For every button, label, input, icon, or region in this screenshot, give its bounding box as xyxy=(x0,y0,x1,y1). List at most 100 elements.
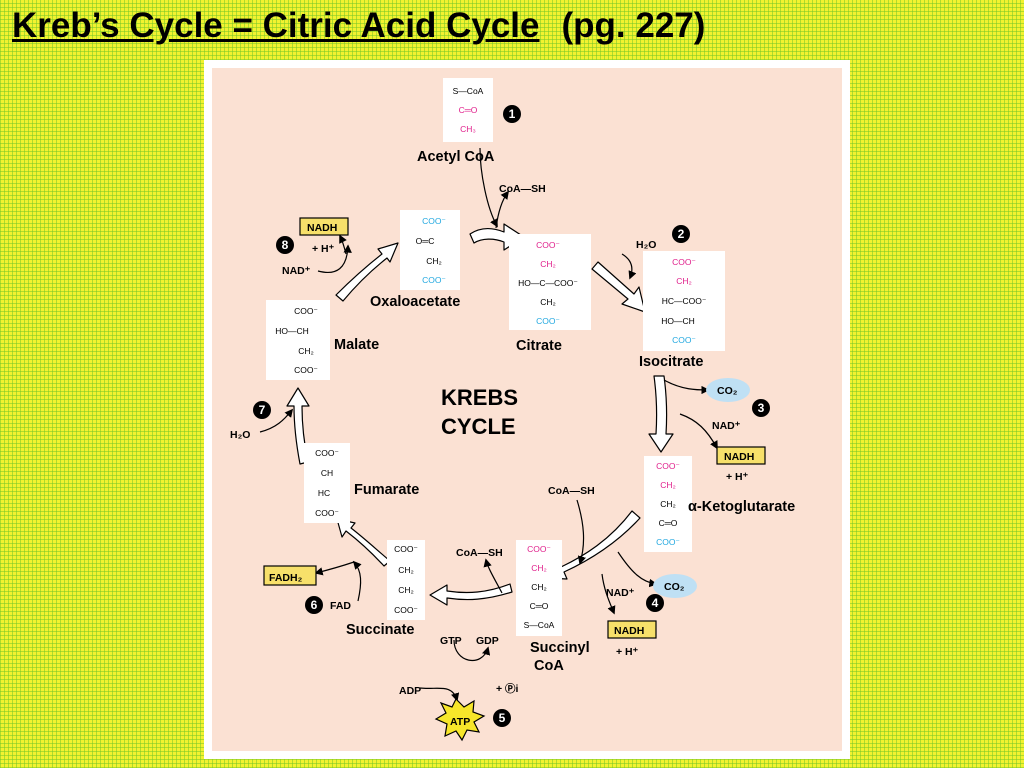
citrate-line-5: COO⁻ xyxy=(536,316,560,326)
citrate-line-2: CH₂ xyxy=(540,259,556,269)
ketoglutarate-line-4: C═O xyxy=(659,518,678,528)
acetyl-coa-line-2: C═O xyxy=(459,105,478,115)
arrow-h2o-step2 xyxy=(621,253,637,280)
arrow-fadh2-out xyxy=(314,561,355,576)
cycle-arrow-succinate-to-fumarate xyxy=(336,518,391,567)
succinate-structure-box xyxy=(387,540,425,620)
step-7-circle xyxy=(253,401,271,419)
ketoglutarate-line-1: COO⁻ xyxy=(656,461,680,471)
ketoglutarate-line-2: CH₂ xyxy=(660,480,676,490)
malate-line-4: COO⁻ xyxy=(294,365,318,375)
atp-label: ATP xyxy=(450,716,470,728)
citrate-line-4: CH₂ xyxy=(540,297,556,307)
acetyl-coa-line-3: CH₃ xyxy=(460,124,476,134)
succinate-line-4: COO⁻ xyxy=(394,605,418,615)
h-plus-label-step3: + H⁺ xyxy=(726,471,749,483)
acetyl-coa-name: Acetyl CoA xyxy=(417,149,495,165)
fumarate-structure-box xyxy=(304,443,350,523)
cycle-arrow-isocitrate-to-ketoglutarate xyxy=(648,375,674,453)
page-reference: (pg. 227) xyxy=(561,6,706,45)
succinyl-coa-line-2: CH₂ xyxy=(531,563,547,573)
citrate-line-3: HO—C—COO⁻ xyxy=(518,278,578,288)
nadh-label-step4: NADH xyxy=(614,625,644,637)
nadh-label-step8: NADH xyxy=(307,222,337,234)
isocitrate-line-4: HO—CH xyxy=(661,316,695,326)
arrow-coash-out xyxy=(495,190,510,229)
co2-label-step3: CO₂ xyxy=(717,385,738,397)
acetyl-coa-structure-box xyxy=(443,78,493,142)
diagram-panel: 1 2 3 4 5 6 7 8 S—CoA C═O CH₃ COO⁻ O═C C… xyxy=(212,68,842,751)
atp-star-icon xyxy=(434,697,486,742)
acetyl-coa-line-1: S—CoA xyxy=(453,86,484,96)
step-1-circle xyxy=(503,105,521,123)
succinate-line-2: CH₂ xyxy=(398,565,414,575)
gtp-label: GTP xyxy=(440,635,462,647)
succinyl-coa-line-3: CH₂ xyxy=(531,582,547,592)
gdp-label: GDP xyxy=(476,635,499,647)
arrow-nad-step8 xyxy=(317,244,352,273)
step-8-circle xyxy=(276,236,294,254)
malate-line-3: CH₂ xyxy=(298,346,314,356)
arrow-co2-step3 xyxy=(663,379,710,395)
malate-structure-box xyxy=(266,300,330,380)
h-plus-label-step4: + H⁺ xyxy=(616,646,639,658)
coash-label-step4: CoA—SH xyxy=(548,485,595,497)
co2-label-step4: CO₂ xyxy=(664,581,685,593)
center-label-line-2: CYCLE xyxy=(441,414,516,439)
step-5-number: 5 xyxy=(499,711,506,725)
arrow-nad-step4 xyxy=(601,573,616,615)
step-3-number: 3 xyxy=(758,401,765,415)
step-1-number: 1 xyxy=(509,107,516,121)
isocitrate-line-5: COO⁻ xyxy=(672,335,696,345)
slide-title-text: Kreb’s Cycle = Citric Acid Cycle xyxy=(12,6,540,45)
fadh2-label: FADH₂ xyxy=(269,572,303,584)
oxaloacetate-line-4: COO⁻ xyxy=(422,275,446,285)
malate-name: Malate xyxy=(334,337,379,353)
oxaloacetate-structure-box xyxy=(400,210,460,290)
isocitrate-line-3: HC—COO⁻ xyxy=(662,296,707,306)
nadh-box-step3 xyxy=(716,446,766,465)
step-7-number: 7 xyxy=(259,403,266,417)
fumarate-line-3: HC xyxy=(318,488,330,498)
slide-title: Kreb’s Cycle = Citric Acid Cycle (pg. 227… xyxy=(12,6,705,46)
cycle-arrow-malate-to-oxaloacetate xyxy=(335,242,399,302)
ketoglutarate-line-5: COO⁻ xyxy=(656,537,680,547)
succinyl-coa-structure-box xyxy=(516,540,562,636)
succinyl-coa-line-5: S—CoA xyxy=(524,620,555,630)
oxaloacetate-line-2: O═C xyxy=(416,236,435,246)
center-label-line-1: KREBS xyxy=(441,385,518,410)
step-6-number: 6 xyxy=(311,598,318,612)
h-plus-label-step8: + H⁺ xyxy=(312,243,335,255)
fumarate-line-2: CH xyxy=(321,468,333,478)
step-4-circle xyxy=(646,594,664,612)
cycle-arrow-citrate-to-isocitrate xyxy=(591,261,646,313)
malate-line-1: COO⁻ xyxy=(294,306,318,316)
oxaloacetate-name: Oxaloacetate xyxy=(370,294,460,310)
adp-label: ADP xyxy=(399,685,421,697)
ketoglutarate-line-3: CH₂ xyxy=(660,499,676,509)
arrow-nadh-step8 xyxy=(339,234,347,255)
step-markers xyxy=(253,105,770,727)
fumarate-line-1: COO⁻ xyxy=(315,448,339,458)
co2-bubble-step3 xyxy=(706,378,750,402)
isocitrate-line-2: CH₂ xyxy=(676,276,692,286)
succinyl-coa-line-1: COO⁻ xyxy=(527,544,551,554)
malate-line-2: HO—CH xyxy=(275,326,309,336)
succinyl-coa-name-line-1: Succinyl xyxy=(530,640,590,656)
coash-label-step5: CoA—SH xyxy=(456,547,503,559)
step-8-number: 8 xyxy=(282,238,289,252)
succinate-name: Succinate xyxy=(346,622,415,638)
nad-label-step4: NAD⁺ xyxy=(606,587,635,599)
cycle-arrow-succinylcoa-to-succinate xyxy=(429,583,513,606)
arrow-gtp-gdp xyxy=(453,639,491,662)
pi-label: + Ⓟi xyxy=(496,682,519,695)
succinate-line-1: COO⁻ xyxy=(394,544,418,554)
krebs-cycle-diagram: 1 2 3 4 5 6 7 8 S—CoA C═O CH₃ COO⁻ O═C C… xyxy=(230,78,795,742)
isocitrate-name: Isocitrate xyxy=(639,354,703,370)
nadh-label-step3: NADH xyxy=(724,451,754,463)
arrow-nad-step3 xyxy=(679,413,718,450)
fadh2-box xyxy=(263,565,317,586)
ketoglutarate-structure-box xyxy=(644,456,692,552)
arrow-fad-step6 xyxy=(352,560,362,602)
arrow-h2o-step7 xyxy=(259,408,294,433)
